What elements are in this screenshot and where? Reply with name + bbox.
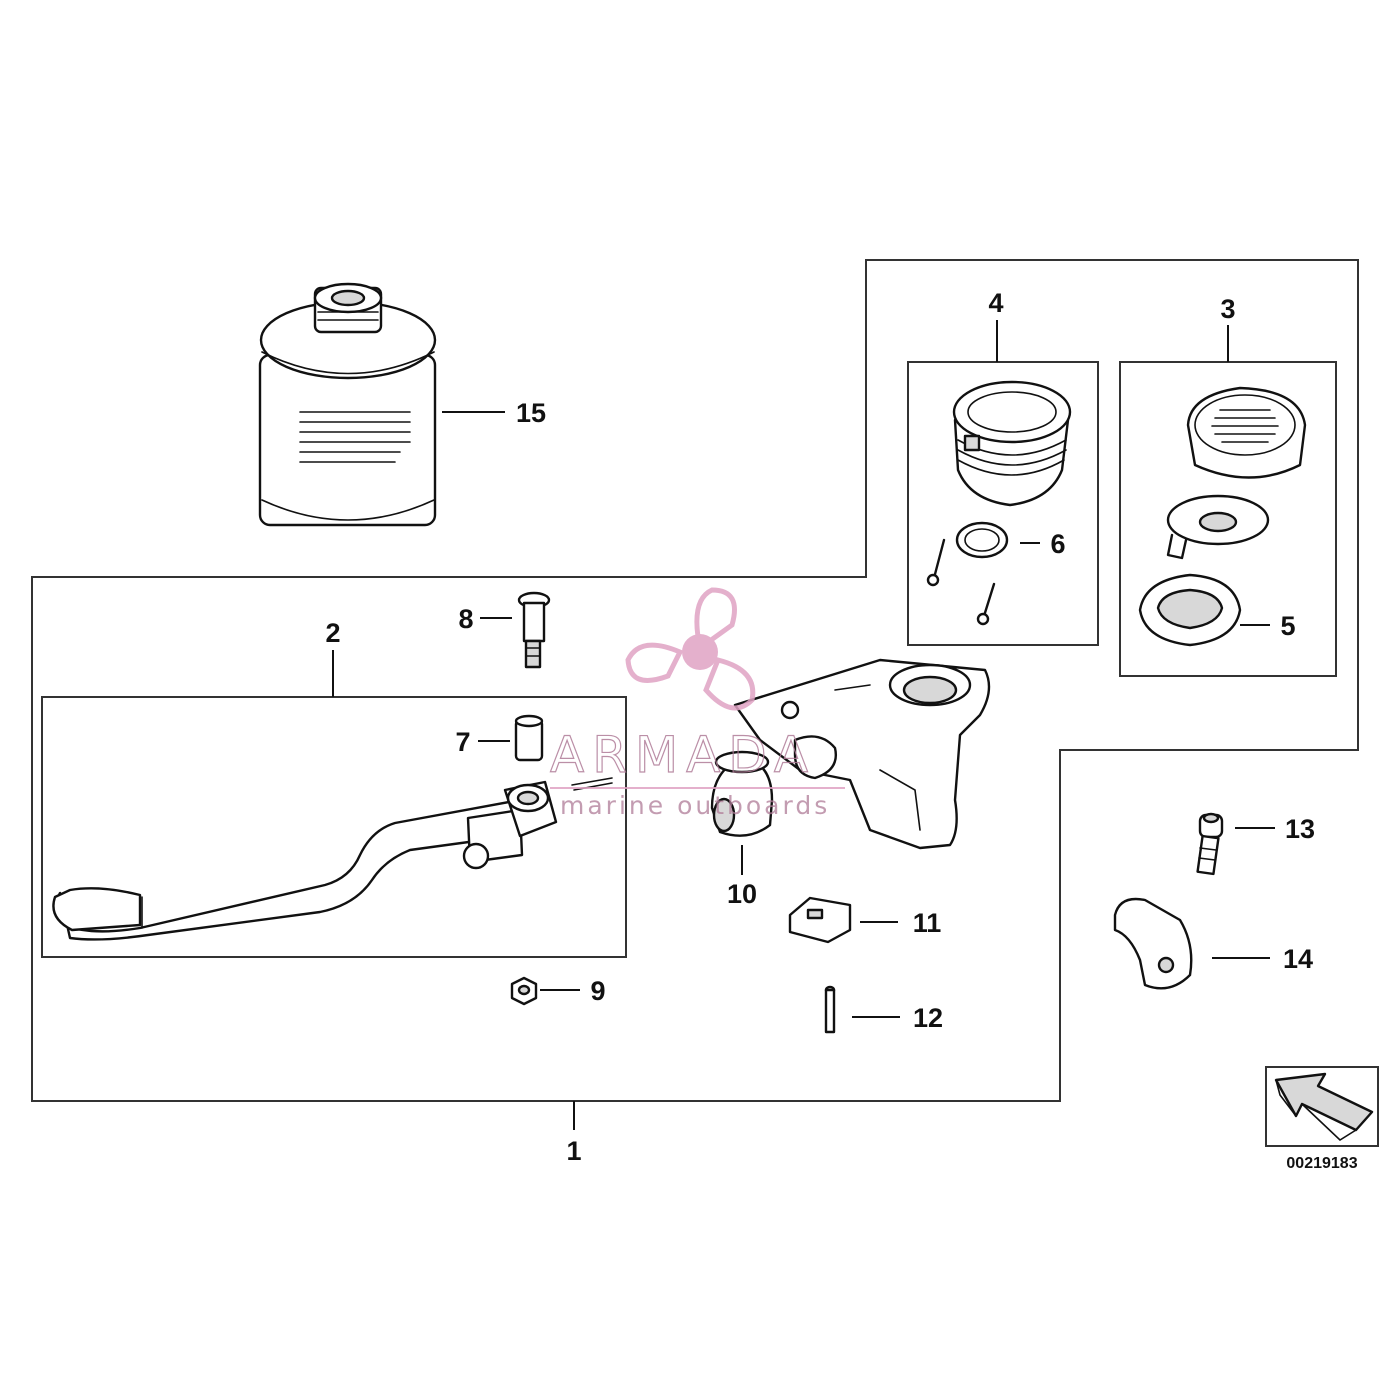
propeller-icon	[625, 587, 756, 711]
part-13-cap-screw	[1196, 812, 1224, 876]
callout-13: 13	[1285, 814, 1315, 844]
reference-code: 00219183	[1286, 1155, 1357, 1172]
callout-labels: 1 2 3 4 5 6 7 8 9 10 11 12 13 14 15	[325, 288, 1315, 1166]
part-11-switch	[788, 896, 852, 944]
part-15-fluid-can	[258, 282, 437, 527]
callout-2: 2	[325, 618, 340, 648]
callout-10: 10	[727, 879, 757, 909]
part-4-reservoir	[952, 380, 1072, 507]
part-9-nut	[510, 976, 538, 1006]
callout-11: 11	[913, 908, 942, 938]
callout-8: 8	[458, 604, 473, 634]
assembly-4-box	[907, 361, 1099, 646]
watermark-tagline: marine outboards	[560, 791, 830, 820]
part-3-cap	[1186, 386, 1307, 479]
watermark-brand: ARMADA	[550, 726, 816, 784]
part-3-diaphragm-plate	[1166, 494, 1270, 560]
orientation-box: 00219183	[1265, 1066, 1379, 1172]
callout-4: 4	[988, 288, 1003, 318]
callout-1: 1	[566, 1136, 581, 1166]
assembly-1-outline	[31, 259, 1359, 1102]
callout-12: 12	[913, 1003, 943, 1033]
part-14-clamp	[1113, 897, 1193, 990]
watermark: ARMADA marine outboards	[549, 587, 845, 820]
callout-15: 15	[516, 398, 546, 428]
callout-9: 9	[590, 976, 605, 1006]
part-2-lever	[52, 777, 613, 941]
part-12-screw	[824, 985, 836, 1034]
callout-leaders	[442, 411, 1275, 1018]
callout-14: 14	[1283, 944, 1313, 974]
part-5-insert	[1138, 573, 1242, 647]
assembly-frames	[31, 259, 1359, 1130]
part-6-seal-and-screws	[926, 521, 1009, 626]
callout-7: 7	[455, 727, 470, 757]
part-7-bushing	[514, 714, 544, 762]
part-8-pivot-bolt	[517, 591, 551, 669]
callout-6: 6	[1050, 529, 1065, 559]
master-cylinder-housing	[733, 658, 991, 850]
callout-3: 3	[1220, 294, 1235, 324]
callout-5: 5	[1280, 611, 1295, 641]
direction-arrow-icon	[1274, 1072, 1374, 1142]
part-10-boot	[710, 750, 774, 837]
